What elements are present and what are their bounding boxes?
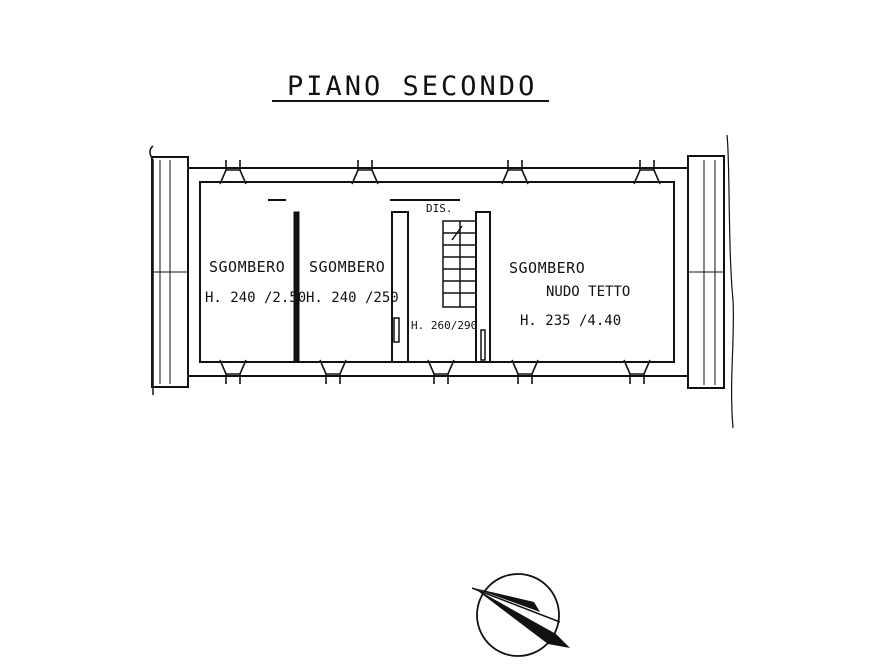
page-title: PIANO SECONDO bbox=[287, 71, 537, 102]
building-outline bbox=[187, 167, 689, 377]
room-4-height: H. 235 /4.40 bbox=[520, 313, 621, 329]
left-party-wall bbox=[149, 145, 189, 395]
room-2-height: H. 240 /250 bbox=[306, 290, 399, 306]
room-3-height: H. 260/290 bbox=[411, 319, 477, 332]
right-party-wall bbox=[687, 134, 735, 429]
door-marker-right bbox=[480, 329, 486, 361]
windows-bottom bbox=[219, 359, 651, 384]
staircase bbox=[442, 220, 477, 308]
room-4-name: SGOMBERO bbox=[509, 259, 585, 277]
stair-label: DIS. bbox=[426, 202, 453, 215]
room-4-note: NUDO TETTO bbox=[546, 284, 630, 300]
windows-top bbox=[219, 160, 661, 185]
door-marker bbox=[393, 317, 400, 343]
room-1-name: SGOMBERO bbox=[209, 258, 285, 276]
north-arrow-icon bbox=[471, 573, 570, 657]
partition-walls bbox=[268, 199, 491, 363]
room-1-height: H. 240 /2.50 bbox=[205, 290, 306, 306]
room-2-name: SGOMBERO bbox=[309, 258, 385, 276]
